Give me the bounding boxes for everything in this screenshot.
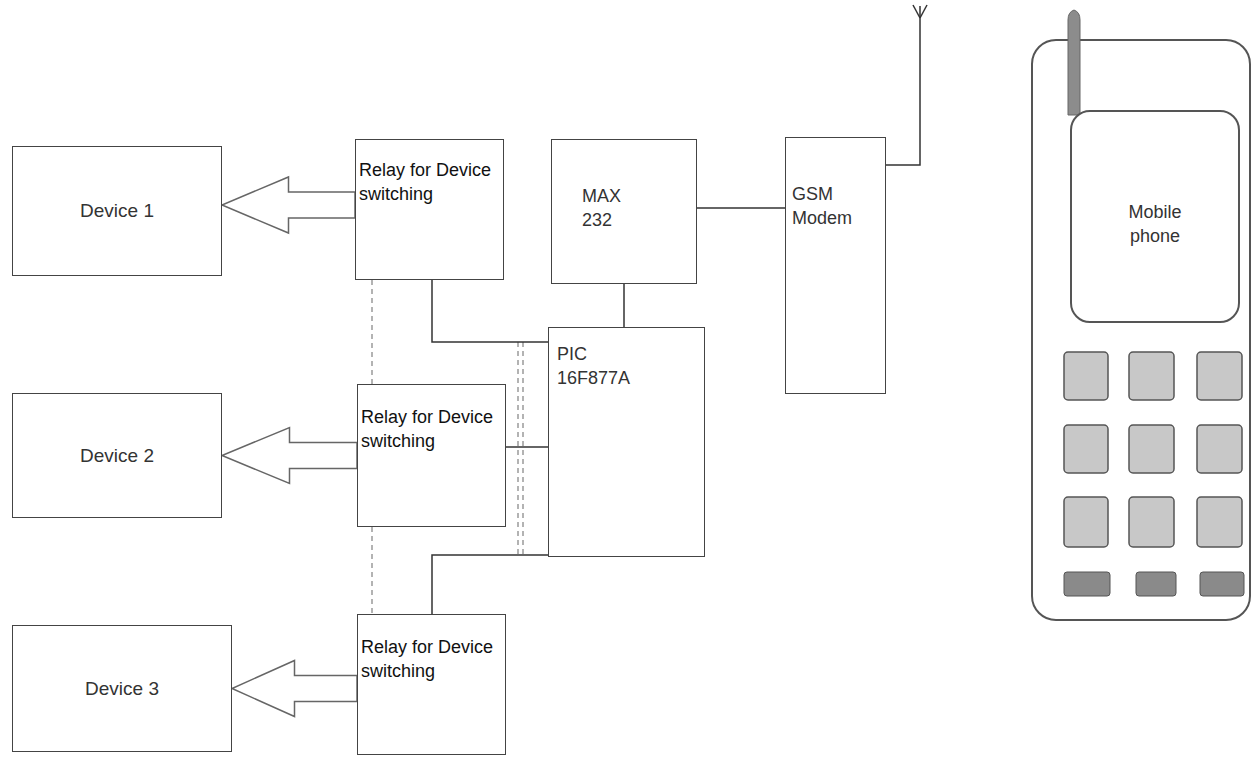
node-label: Device 2 — [80, 443, 154, 469]
dashed-bus — [518, 342, 523, 557]
phone-screen: Mobile phone — [1070, 110, 1240, 323]
phone-soft-key — [1064, 572, 1110, 596]
node-content: PIC 16F877A — [549, 328, 644, 397]
relay-box: Relay for Device switching — [355, 139, 504, 280]
phone-key — [1064, 425, 1108, 473]
phone-body — [1032, 40, 1250, 620]
node-label: MAX 232 — [582, 184, 636, 233]
modem-box: GSM Modem — [785, 137, 886, 394]
device-box: Device 2 — [12, 393, 222, 518]
gsm-antenna — [886, 5, 927, 165]
phone-soft-key — [1136, 572, 1176, 596]
phone-key — [1197, 352, 1242, 400]
wire — [506, 446, 548, 448]
device-box: Device 3 — [12, 625, 232, 752]
phone-key — [1129, 352, 1174, 400]
wire — [432, 280, 548, 342]
node-label: Device 3 — [85, 676, 159, 702]
phone-key — [1064, 497, 1108, 547]
wire — [697, 207, 785, 209]
node-label: Relay for Device switching — [359, 158, 500, 207]
phone-antenna — [1068, 10, 1080, 115]
node-content: Device 1 — [70, 194, 164, 228]
dashed-line — [517, 342, 519, 557]
relay-box: Relay for Device switching — [357, 384, 506, 527]
interface-box: MAX 232 — [551, 139, 697, 284]
phone-soft-key — [1200, 572, 1244, 596]
block-arrow — [222, 177, 355, 233]
dashed-line — [522, 342, 524, 557]
phone-key — [1197, 425, 1242, 473]
device-box: Device 1 — [12, 146, 222, 276]
node-content: Device 2 — [70, 439, 164, 473]
block-arrow — [222, 428, 357, 484]
node-content: Mobile phone — [1117, 112, 1194, 255]
node-label: Mobile phone — [1123, 200, 1188, 249]
node-label: Relay for Device switching — [361, 635, 502, 684]
node-label: GSM Modem — [792, 182, 857, 231]
microcontroller-box: PIC 16F877A — [548, 327, 705, 557]
node-label: PIC 16F877A — [557, 342, 640, 391]
phone-key — [1129, 497, 1174, 547]
dashed-link — [371, 280, 373, 384]
dashed-link — [371, 527, 373, 614]
antenna-tip — [913, 5, 920, 18]
node-content: Relay for Device switching — [356, 140, 503, 213]
node-content: GSM Modem — [786, 138, 861, 237]
wire — [623, 284, 625, 327]
wire — [432, 555, 548, 614]
phone-illustration — [1032, 10, 1250, 620]
relay-box: Relay for Device switching — [357, 614, 506, 755]
phone-key — [1197, 497, 1242, 547]
node-content: Relay for Device switching — [358, 385, 505, 460]
phone-key — [1129, 425, 1174, 473]
antenna-tip — [920, 5, 927, 18]
node-label: Device 1 — [80, 198, 154, 224]
node-content: Relay for Device switching — [358, 615, 505, 690]
antenna-wire — [886, 6, 920, 165]
node-label: Relay for Device switching — [361, 405, 502, 454]
phone-key — [1064, 352, 1108, 400]
node-content: MAX 232 — [552, 140, 642, 239]
block-arrow — [232, 661, 357, 717]
node-content: Device 3 — [75, 672, 169, 706]
